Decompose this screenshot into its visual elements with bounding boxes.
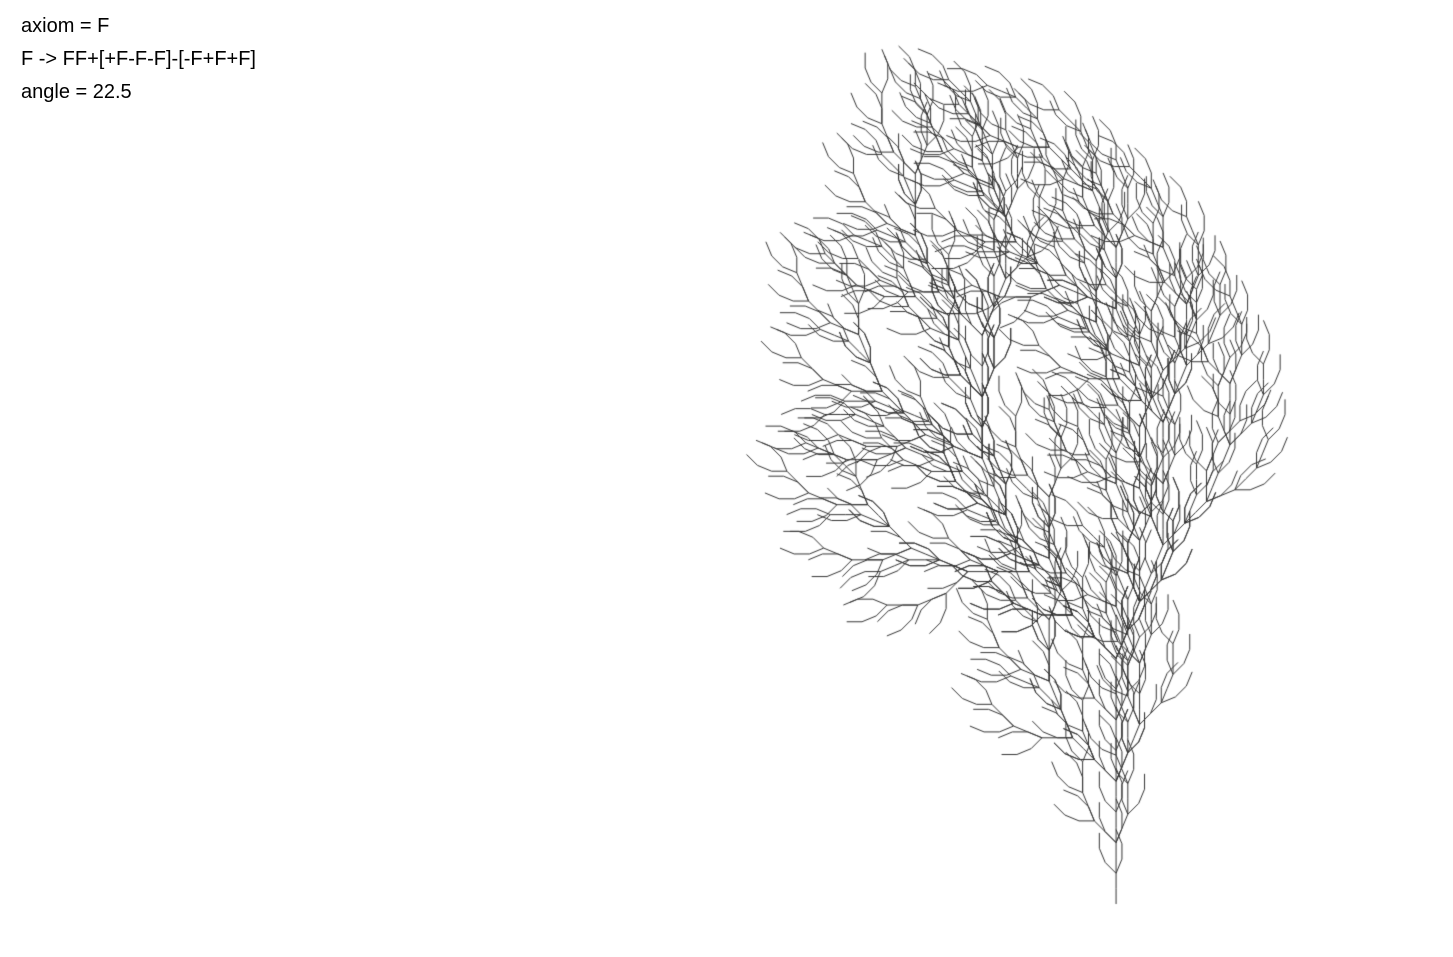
axiom-text: axiom = F (21, 15, 110, 37)
angle-text: angle = 22.5 (21, 81, 132, 103)
rule-panel: axiom = F F -> FF+[+F-F-F]-[-F+F+F] angl… (21, 10, 256, 109)
production-rule-text: F -> FF+[+F-F-F]-[-F+F+F] (21, 48, 256, 70)
